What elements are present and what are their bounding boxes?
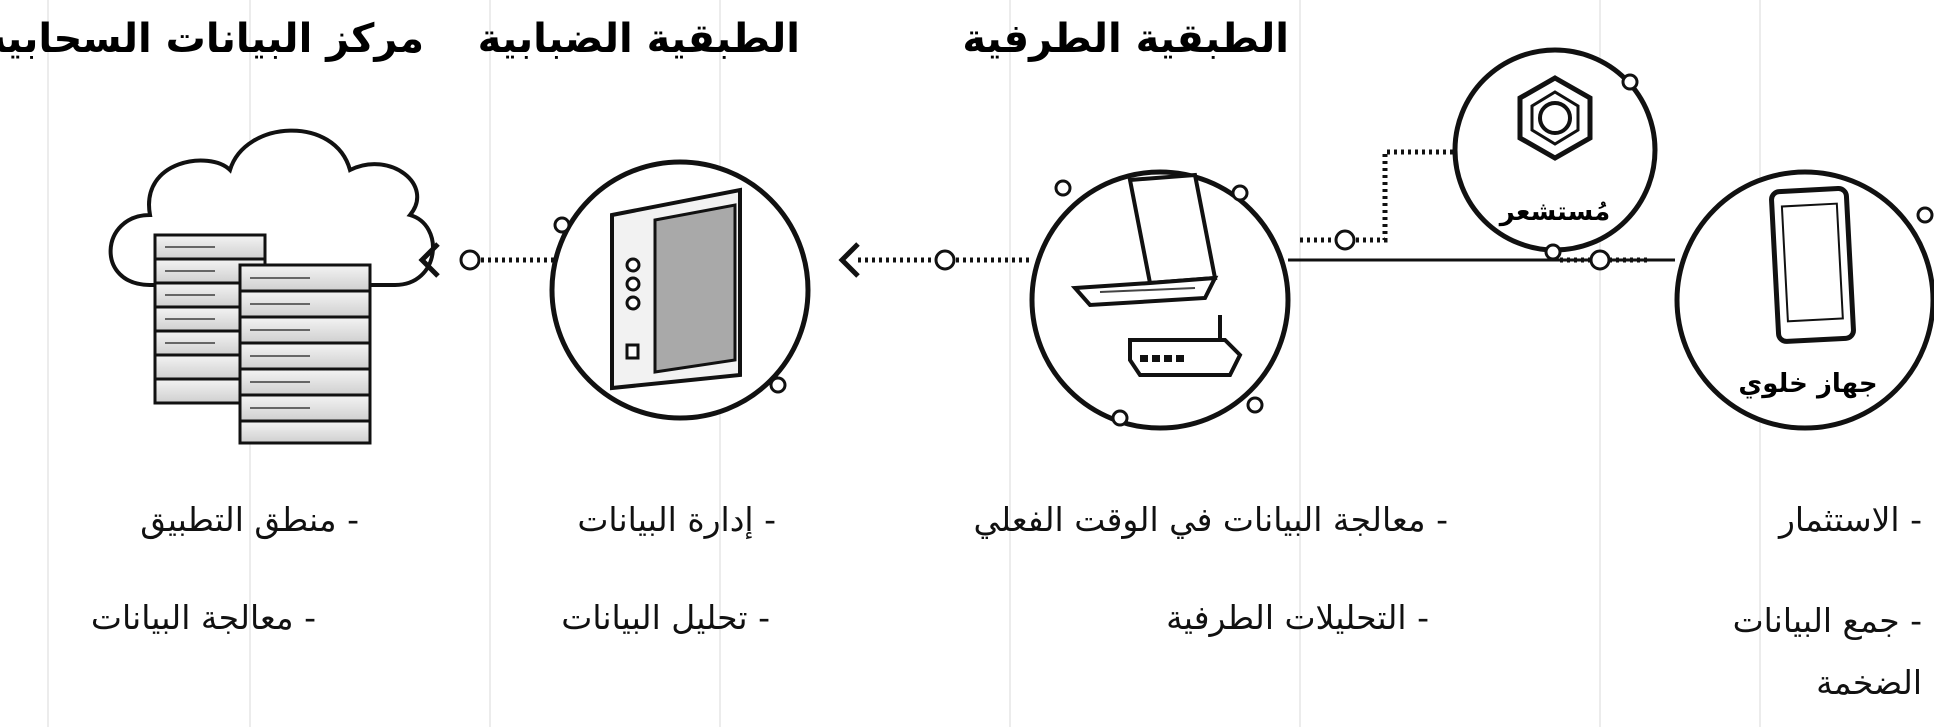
tier-title-cloud: مركز البيانات السحابية <box>0 16 424 62</box>
fog-gateway-icon <box>612 190 740 388</box>
edge-item-2: - التحليلات الطرفية <box>1166 598 1429 637</box>
cloud-item-2: - معالجة البيانات <box>91 598 316 637</box>
mobile-node: جهاز خلوي <box>1677 172 1933 428</box>
tier-title-edge: الطبقية الطرفية <box>962 16 1289 62</box>
mobile-phone-icon <box>1771 188 1854 342</box>
connector-sensor-to-edge <box>1300 152 1455 249</box>
device-item-2: - جمع البيانات الضخمة <box>1682 590 1922 714</box>
edge-node <box>1032 172 1288 428</box>
connector-fog-to-cloud <box>422 244 555 276</box>
fog-item-1: - إدارة البيانات <box>577 500 776 539</box>
fog-node <box>552 162 808 418</box>
sensor-label: مُستشعر <box>1498 197 1610 227</box>
connector-edge-to-fog <box>842 244 1030 276</box>
device-item-1: - الاستثمار <box>1779 500 1922 539</box>
arrow-left-icon <box>842 244 858 276</box>
edge-item-1: - معالجة البيانات في الوقت الفعلي <box>973 500 1448 539</box>
connector-mobile-to-edge <box>1288 251 1675 269</box>
server-rack-icon <box>155 235 370 443</box>
mobile-label: جهاز خلوي <box>1738 369 1877 399</box>
cloud-datacenter-icon <box>111 131 433 443</box>
cloud-item-1: - منطق التطبيق <box>140 500 359 539</box>
tier-title-fog: الطبقية الضبابية <box>478 16 800 62</box>
sensor-node: مُستشعر <box>1455 50 1655 259</box>
fog-item-2: - تحليل البيانات <box>561 598 770 637</box>
